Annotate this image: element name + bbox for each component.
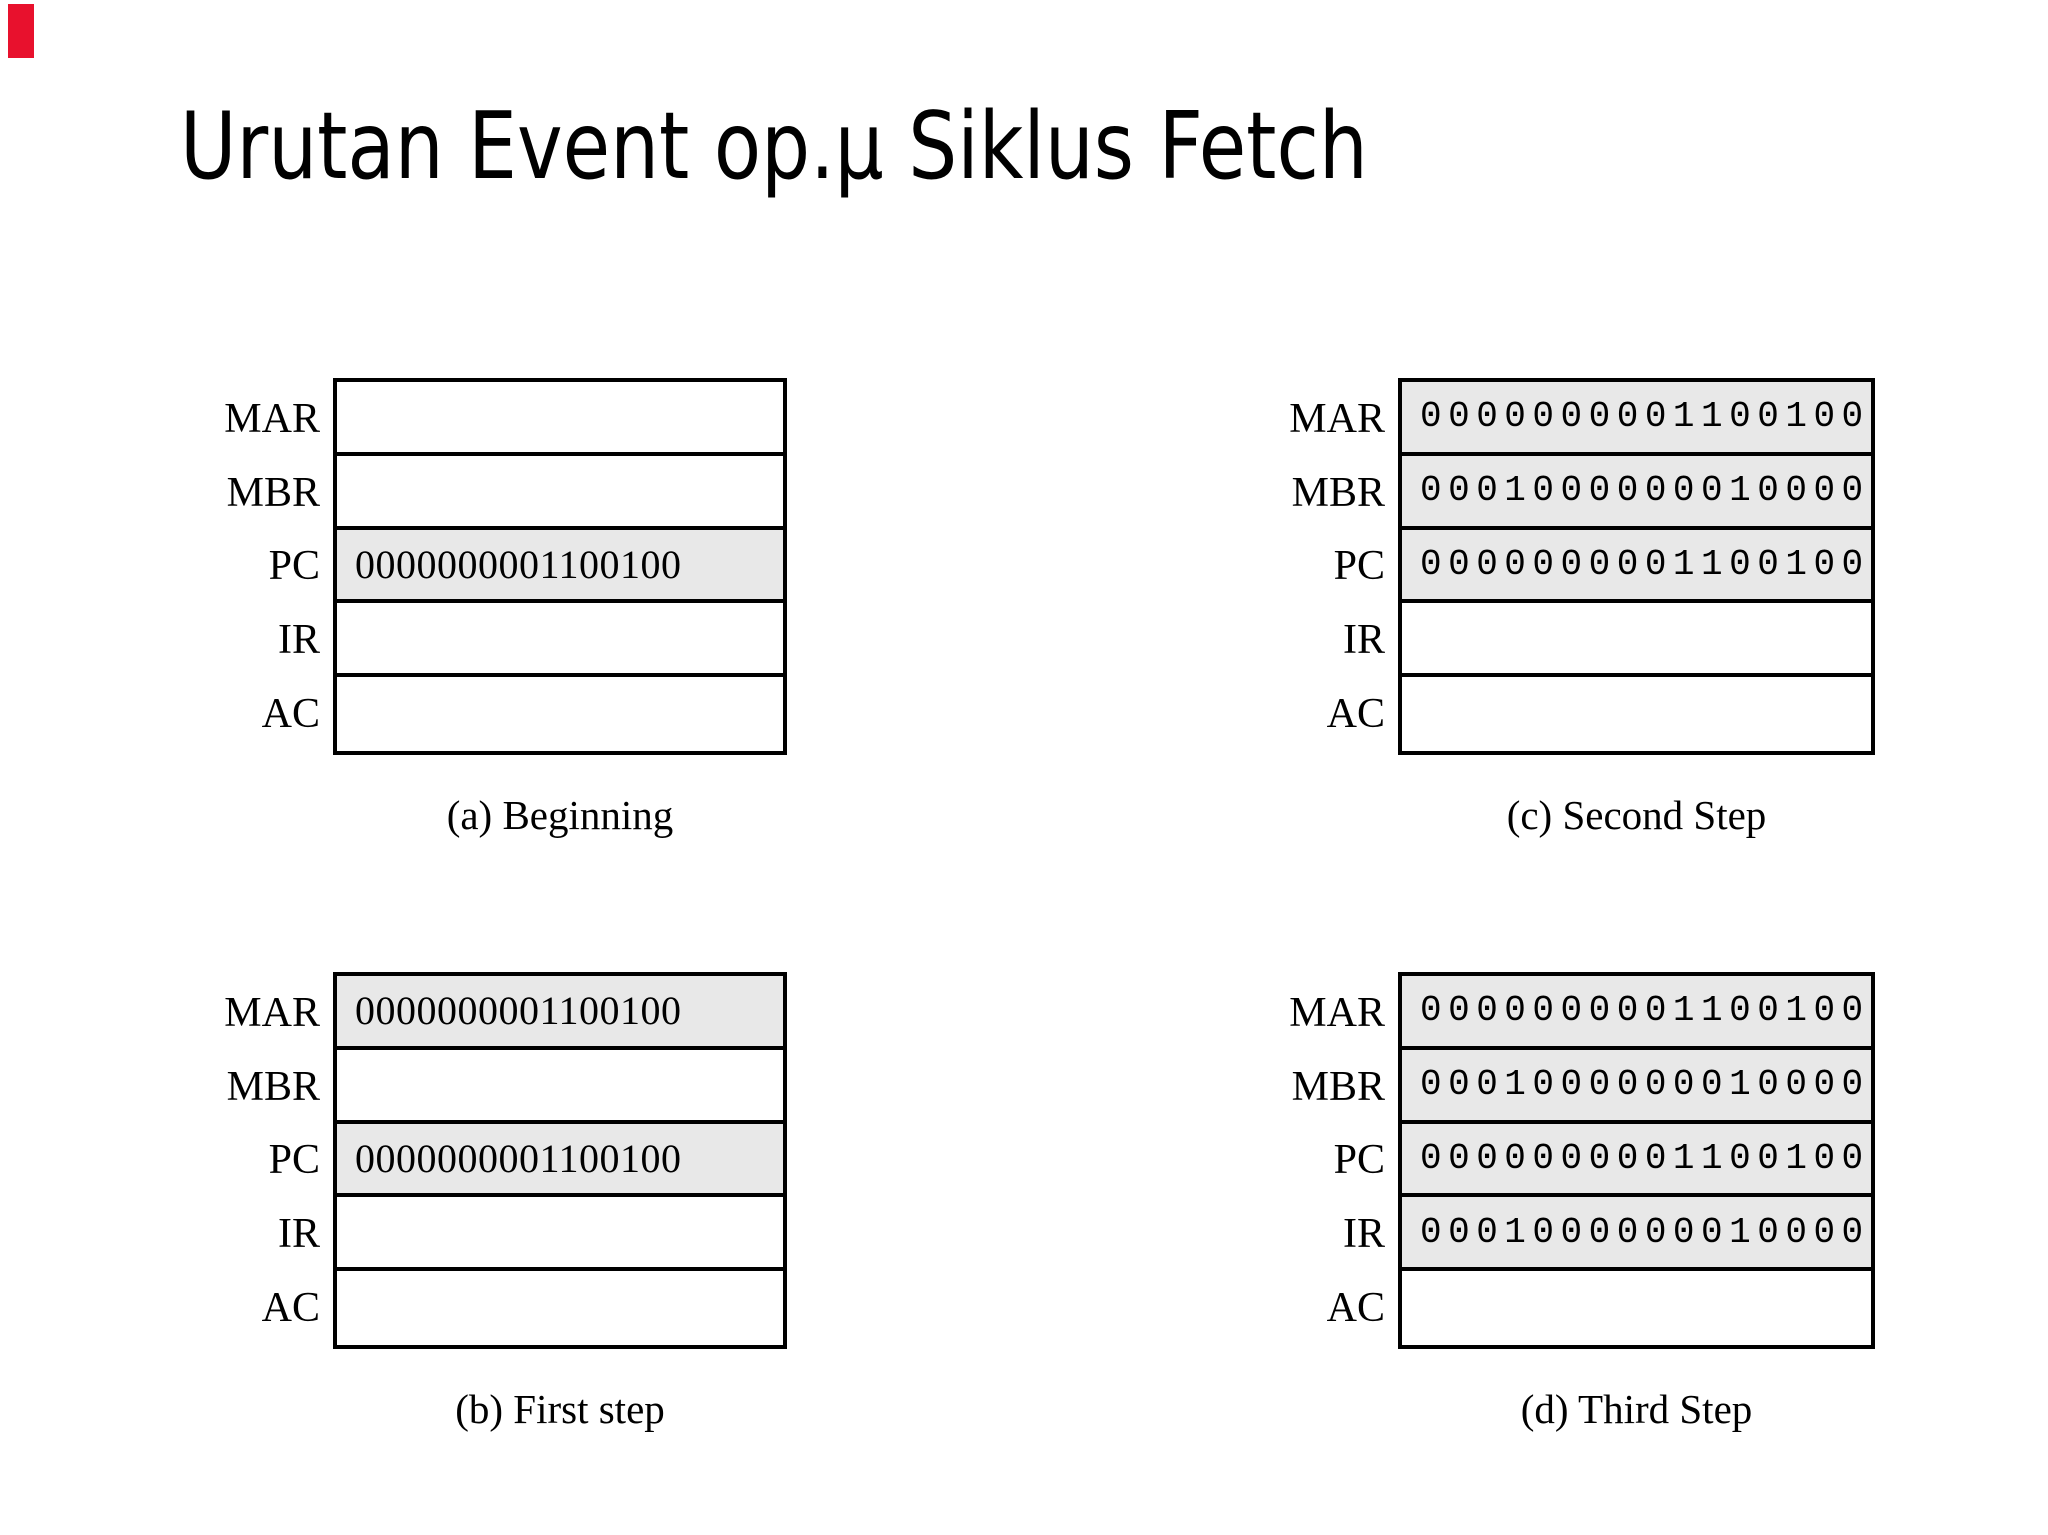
register-value: 0000000001100100	[1402, 976, 1871, 1050]
register-value: 0001000000010000	[1402, 1197, 1871, 1272]
register-value	[1402, 677, 1871, 751]
register-value	[1402, 1271, 1871, 1345]
register-label: AC	[261, 1285, 320, 1332]
register-value: 0000000001100100	[1402, 529, 1871, 604]
register-label: MAR	[1289, 989, 1385, 1036]
register-value: 0000000001100100	[337, 529, 783, 604]
register-diagram-a: MAR MBR PC IR AC 0000000001100100 (a) Be…	[193, 378, 787, 839]
register-label: PC	[1333, 1137, 1385, 1184]
register-label: IR	[1343, 617, 1385, 664]
register-label: AC	[261, 691, 320, 738]
register-value	[337, 1271, 783, 1345]
register-value	[337, 456, 783, 530]
register-labels: MAR MBR PC IR AC	[1258, 972, 1398, 1349]
register-label: MAR	[1289, 395, 1385, 442]
register-value: 0000000001100100	[1402, 382, 1871, 456]
diagram-caption: (b) First step	[455, 1385, 665, 1432]
register-label: IR	[1343, 1211, 1385, 1258]
register-label: MBR	[226, 469, 320, 516]
register-label: AC	[1326, 1285, 1385, 1332]
diagram-caption: (c) Second Step	[1506, 791, 1767, 838]
register-diagram-b: MAR MBR PC IR AC 0000000001100100 000000…	[193, 972, 787, 1433]
register-label: MAR	[224, 989, 320, 1036]
register-label: PC	[1333, 543, 1385, 590]
register-label: MBR	[1291, 469, 1385, 516]
register-value: 0000000001100100	[1402, 1123, 1871, 1198]
register-value	[337, 382, 783, 456]
register-diagram-c: MAR MBR PC IR AC 0000000001100100 000100…	[1258, 378, 1875, 839]
diagram-caption: (d) Third Step	[1520, 1385, 1753, 1432]
register-value: 0001000000010000	[1402, 1049, 1871, 1124]
register-label: PC	[268, 1137, 320, 1184]
register-diagram-d: MAR MBR PC IR AC 0000000001100100 000100…	[1258, 972, 1875, 1433]
register-labels: MAR MBR PC IR AC	[193, 378, 333, 755]
register-label: MAR	[224, 395, 320, 442]
register-label: MBR	[1291, 1063, 1385, 1110]
register-label: IR	[278, 1211, 320, 1258]
register-value	[337, 677, 783, 751]
register-value	[1402, 603, 1871, 678]
register-box: 0000000001100100 0001000000010000 000000…	[1398, 378, 1875, 755]
register-label: PC	[268, 543, 320, 590]
register-value: 0000000001100100	[337, 1123, 783, 1198]
register-labels: MAR MBR PC IR AC	[193, 972, 333, 1349]
register-label: MBR	[226, 1063, 320, 1110]
diagram-caption: (a) Beginning	[446, 791, 674, 838]
register-box: 0000000001100100	[333, 378, 787, 755]
register-value	[337, 1197, 783, 1272]
register-value: 0000000001100100	[337, 976, 783, 1050]
register-box: 0000000001100100 0000000001100100	[333, 972, 787, 1349]
register-label: AC	[1326, 691, 1385, 738]
register-label: IR	[278, 617, 320, 664]
register-value: 0001000000010000	[1402, 455, 1871, 530]
register-box: 0000000001100100 0001000000010000 000000…	[1398, 972, 1875, 1349]
red-corner-mark	[8, 4, 34, 58]
register-value	[337, 603, 783, 678]
page-title: Urutan Event op.µ Siklus Fetch	[180, 92, 1368, 200]
register-labels: MAR MBR PC IR AC	[1258, 378, 1398, 755]
register-value	[337, 1050, 783, 1124]
